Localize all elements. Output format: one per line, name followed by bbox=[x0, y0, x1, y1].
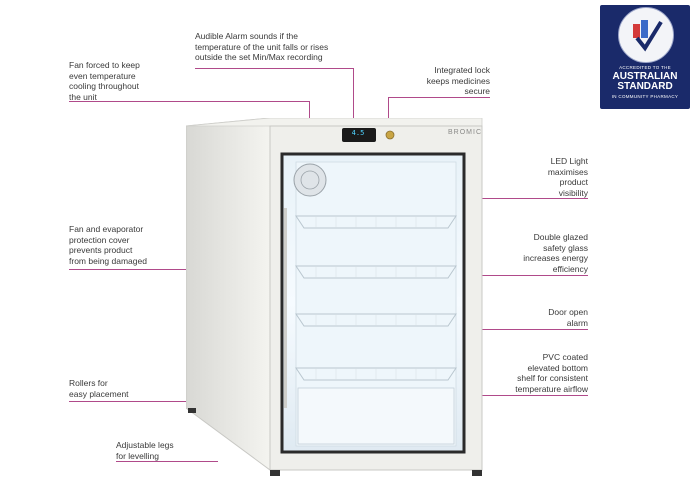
shelf-wires bbox=[315, 216, 437, 380]
leader-line-lock-drop bbox=[388, 97, 389, 126]
callout-audible-alarm: Audible Alarm sounds if the temperature … bbox=[195, 31, 329, 62]
leader-line-rollers bbox=[69, 401, 204, 402]
callout-rollers: Rollers for easy placement bbox=[69, 378, 129, 399]
check-icon bbox=[633, 20, 663, 52]
display-reading: 4.5 bbox=[351, 129, 365, 137]
leader-line-evaporator bbox=[69, 269, 191, 270]
bottom-shelf bbox=[297, 387, 455, 445]
leader-line-fan-forced bbox=[69, 101, 309, 102]
callout-adjustable-legs: Adjustable legs for levelling bbox=[116, 440, 174, 461]
temperature-display bbox=[342, 128, 376, 142]
leader-line-pvc bbox=[478, 395, 588, 396]
callout-fan-evaporator: Fan and evaporator protection cover prev… bbox=[69, 224, 147, 266]
leader-line-legs bbox=[116, 461, 218, 462]
badge-sub-text: IN COMMUNITY PHARMACY bbox=[611, 94, 679, 99]
accreditation-badge: ACCREDITED TO THE AUSTRALIAN STANDARD IN… bbox=[600, 5, 690, 109]
leader-line-door-alarm bbox=[478, 329, 588, 330]
lock-icon[interactable] bbox=[385, 130, 395, 140]
callout-fan-forced: Fan forced to keep even temperature cool… bbox=[69, 60, 140, 102]
leader-line-alarm bbox=[195, 68, 353, 69]
wire-shelves bbox=[295, 215, 457, 381]
leader-line-alarm-drop bbox=[353, 68, 354, 124]
leader-line-glass bbox=[478, 275, 588, 276]
leader-line-fan-forced-drop bbox=[309, 101, 310, 124]
callout-led-light: LED Light maximises product visibility bbox=[547, 156, 588, 198]
callout-door-open: Door open alarm bbox=[548, 307, 588, 328]
door-handle[interactable] bbox=[284, 208, 287, 408]
quality-care-seal bbox=[618, 7, 674, 63]
leader-line-lock bbox=[388, 97, 490, 98]
fridge-side-panel bbox=[186, 118, 271, 471]
fridge-illustration bbox=[186, 118, 483, 476]
callout-pvc-coated: PVC coated elevated bottom shelf for con… bbox=[515, 352, 588, 394]
badge-accredited-text: ACCREDITED TO THE bbox=[619, 65, 671, 70]
callout-double-glazed: Double glazed safety glass increases ene… bbox=[523, 232, 588, 274]
badge-standard: STANDARD bbox=[617, 81, 673, 92]
fan-cover-icon bbox=[293, 163, 327, 197]
badge-australian: AUSTRALIAN bbox=[612, 71, 678, 82]
callout-integrated-lock: Integrated lock keeps medicines secure bbox=[426, 65, 490, 96]
brand-logo: BROMIC bbox=[448, 129, 482, 136]
leader-line-led bbox=[478, 198, 588, 199]
